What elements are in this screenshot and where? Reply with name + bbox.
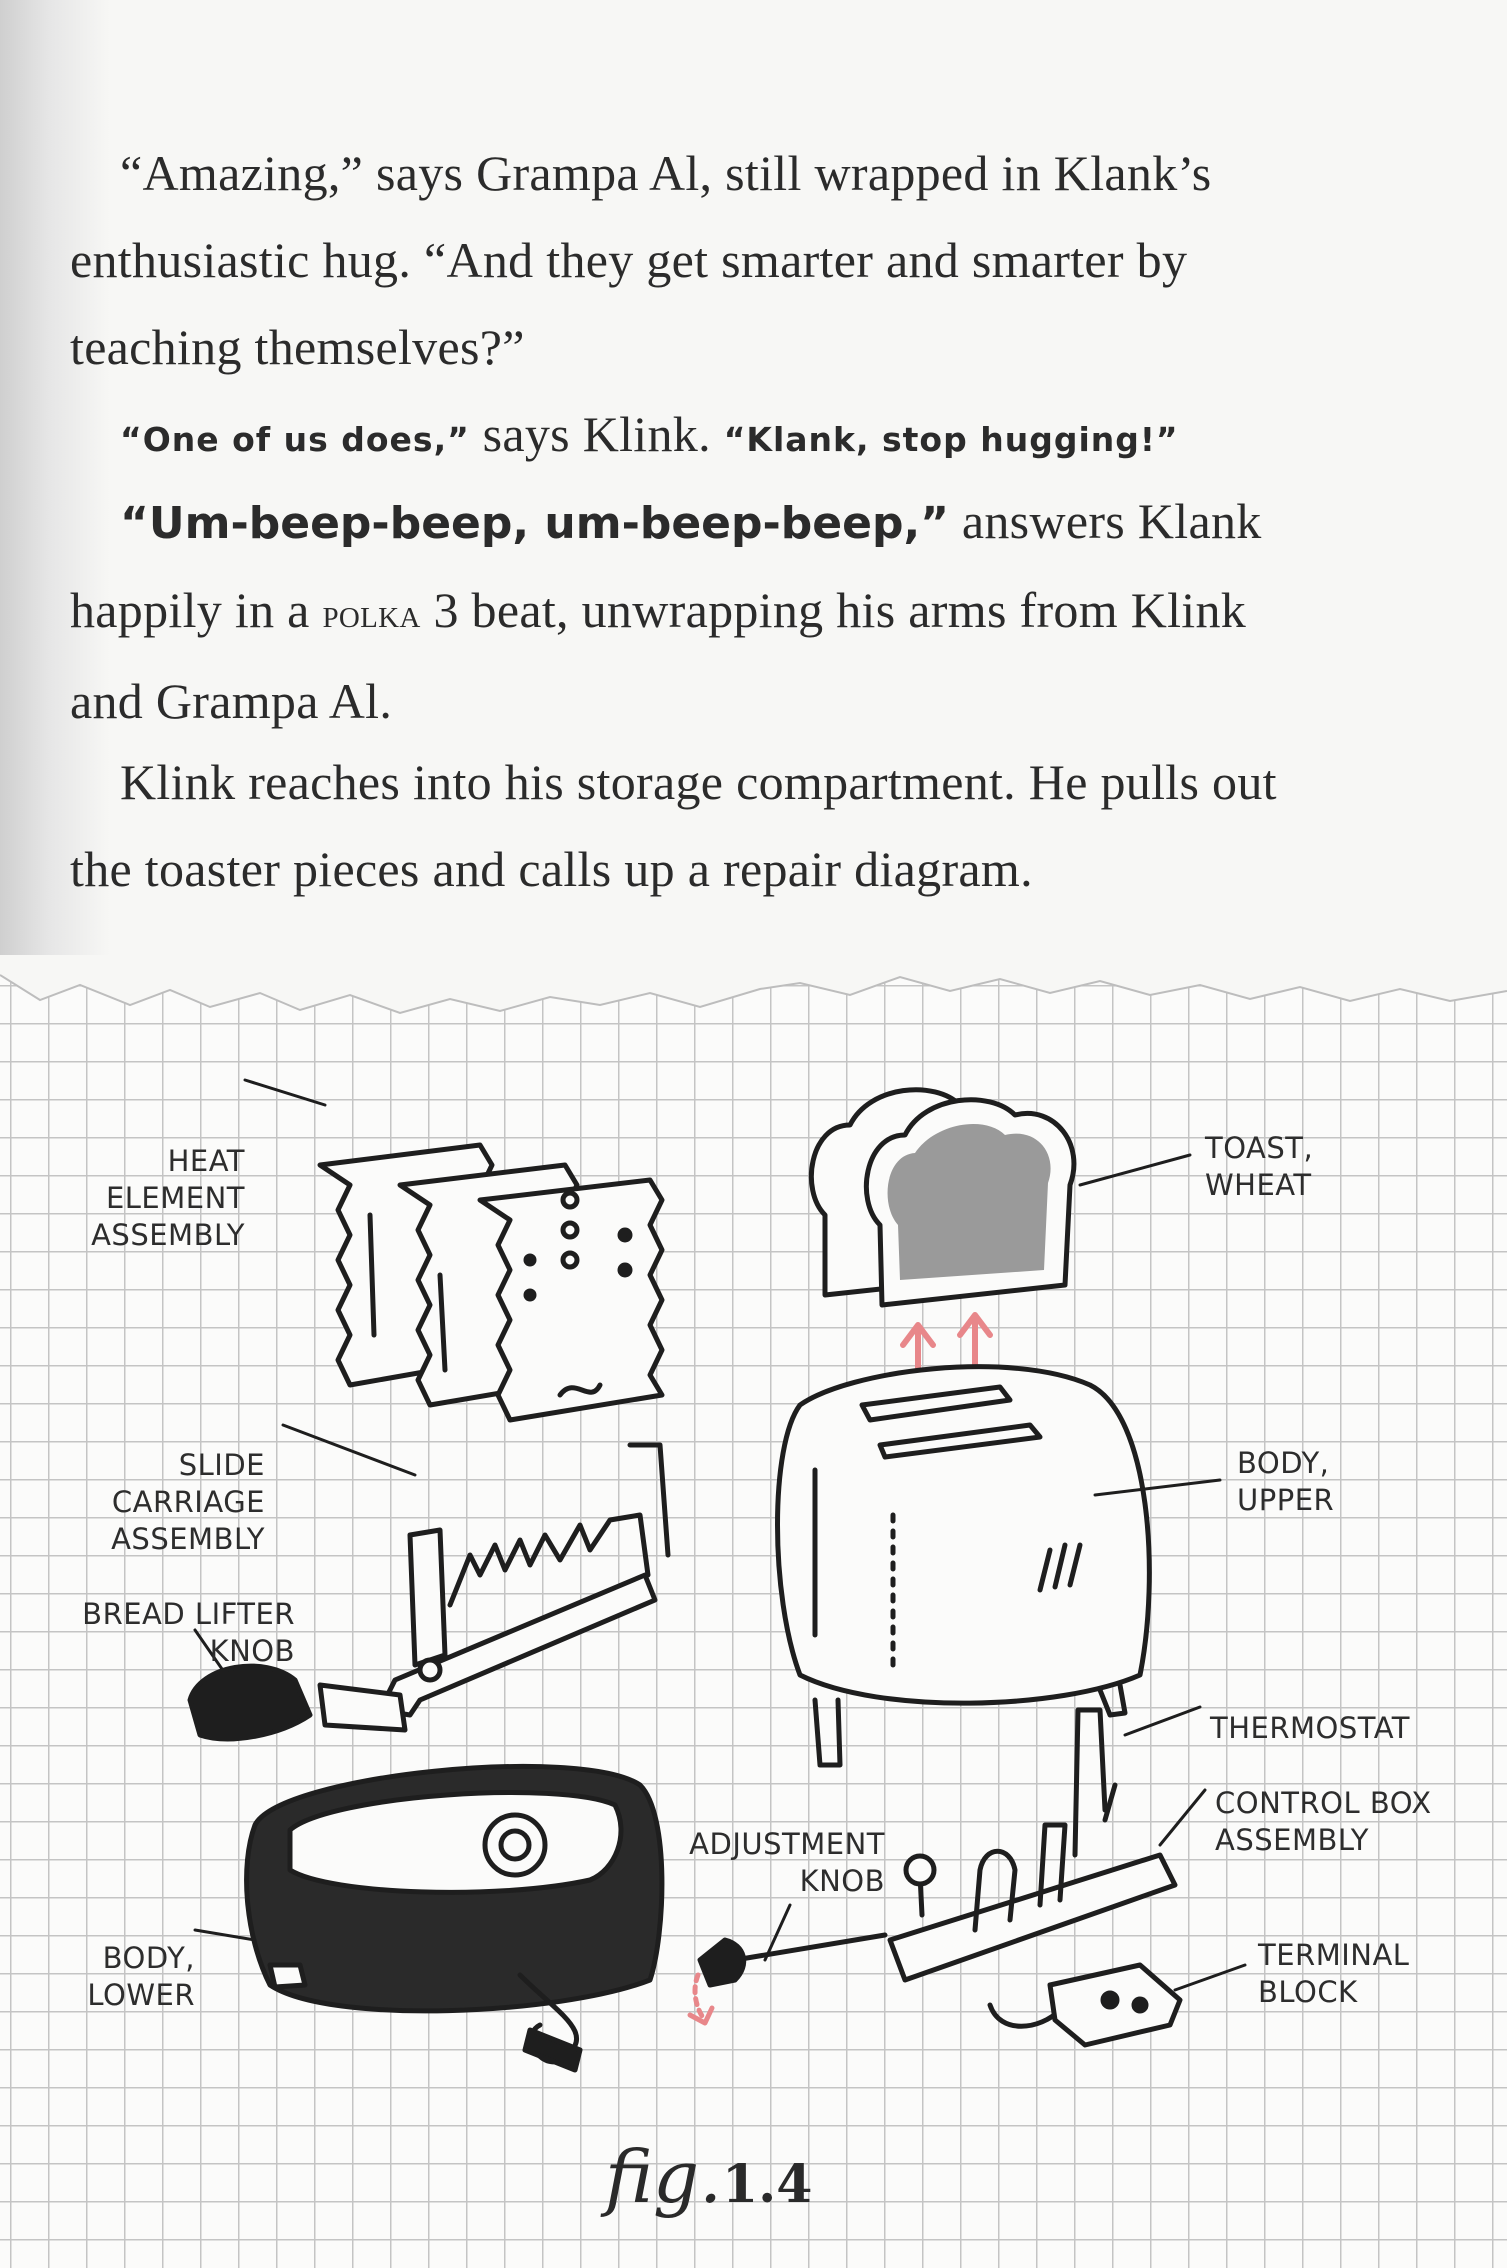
leader-lines [193, 1078, 1247, 1992]
upper-body-drawing [775, 1364, 1152, 1768]
torn-paper-edge [0, 955, 1507, 1015]
graph-paper [0, 975, 1507, 2268]
bread-lifter-knob-drawing [187, 1663, 408, 1742]
label-body-upper: BODY,UPPER [1237, 1446, 1335, 1517]
narration: says Klink. [469, 406, 724, 462]
label-thermostat: THERMOSTAT [1210, 1711, 1411, 1745]
label-toast: TOAST,WHEAT [1205, 1131, 1314, 1202]
robot-speech-klink: “One of us does,” [120, 420, 470, 459]
paragraph-4: Klink reaches into his storage compartme… [70, 754, 1277, 897]
narration: 3 beat, unwrapping his arms from Klink a… [70, 582, 1247, 729]
robot-speech-klink-2: “Klank, stop hugging!” [723, 420, 1179, 459]
toaster-exploded-diagram [187, 1078, 1247, 2073]
paragraph-1: “Amazing,” says Grampa Al, still wrapped… [70, 145, 1212, 375]
paragraph-2: “One of us does,” says Klink. “Klank, st… [70, 391, 1330, 483]
lower-body-drawing [244, 1763, 665, 2073]
figure-number: 1.4 [722, 2154, 813, 2215]
slide-carriage-drawing [377, 1442, 671, 1718]
paragraph-3: “Um-beep-beep, um-beep-beep,” answers Kl… [70, 478, 1330, 745]
toast-drawing [808, 1087, 1077, 1308]
figure-caption: fig.1.4 [605, 2135, 812, 2219]
label-body-lower: BODY,LOWER [87, 1941, 195, 2012]
heat-element-drawing [317, 1142, 665, 1423]
figure-prefix: fig. [605, 2135, 722, 2219]
narration: answers Klank happily in a [70, 493, 1262, 638]
pink-rotate-arrow [687, 1972, 715, 2026]
small-caps-word: polka [322, 591, 421, 637]
robot-speech-klank: “Um-beep-beep, um-beep-beep,” [120, 498, 950, 549]
control-box-drawing [697, 1707, 1183, 2048]
